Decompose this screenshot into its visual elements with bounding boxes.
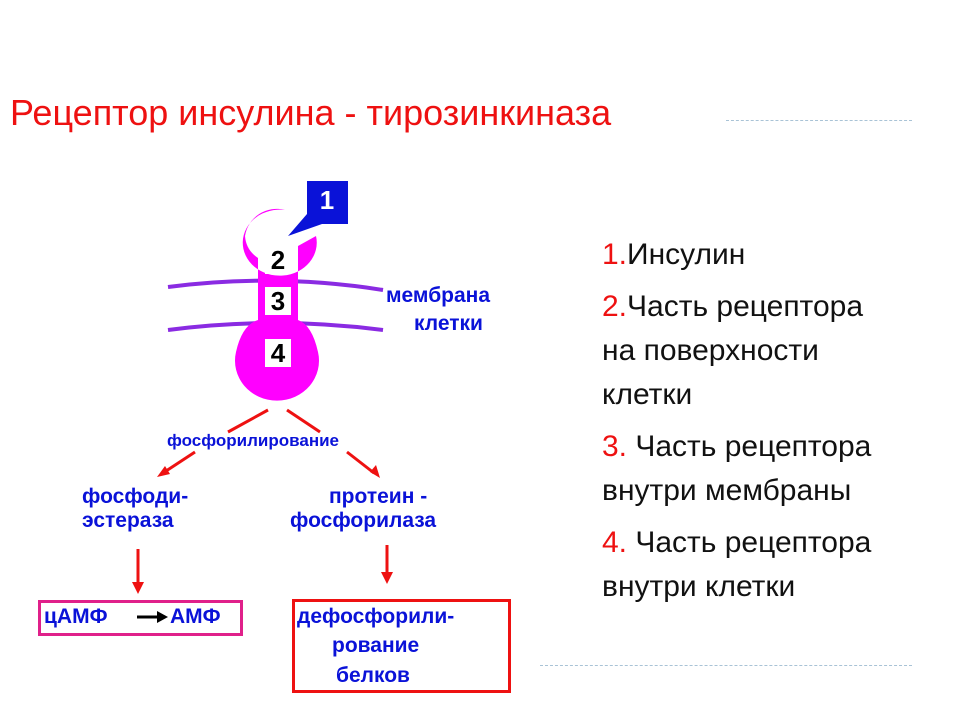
left-enzyme-line2: эстераза (82, 509, 174, 532)
right-enzyme-line1: протеин - (329, 485, 428, 508)
label-4: 4 (265, 339, 291, 367)
legend-num-3: 3. (602, 430, 628, 463)
legend-item-4: 4. Часть рецептора (602, 521, 952, 565)
legend-item-2-line2: на поверхности (602, 334, 819, 367)
right-enzyme-line2: фосфорилаза (290, 509, 437, 532)
arrowhead-camp (157, 611, 168, 623)
arrowhead-right-enzyme (370, 465, 380, 478)
dephosphorylation-box (292, 599, 511, 693)
legend-item-4-line2: внутри клетки (602, 570, 796, 603)
legend-num-4: 4. (602, 526, 628, 559)
label-3: 3 (265, 287, 291, 315)
legend-num-2: 2. (602, 290, 628, 323)
slide-title: Рецептор инсулина - тирозинкиназа (10, 92, 612, 133)
label-2: 2 (265, 246, 291, 274)
title-divider (726, 120, 912, 121)
camp-to: АМФ (170, 605, 221, 628)
arrowhead-down-left (132, 582, 144, 594)
arrow-phos-right (286, 408, 321, 434)
camp-box (38, 600, 243, 636)
legend-item-2-line3: клетки (602, 378, 693, 411)
legend-item-1: 1.Инсулин (602, 233, 952, 277)
legend-text-2: Часть рецептора (627, 290, 864, 323)
label-1: 1 (312, 186, 342, 214)
legend-text-3: Часть рецептора (627, 430, 872, 463)
legend-num-1: 1. (602, 238, 628, 271)
arrow-to-right-enzyme (346, 450, 375, 475)
legend-text-4: Часть рецептора (627, 526, 872, 559)
dephos-line3: белков (336, 664, 410, 687)
camp-from: цАМФ (44, 605, 108, 628)
dephos-line2: рование (332, 634, 420, 657)
legend-item-2: 2.Часть рецептора (602, 285, 952, 329)
dephos-line1: дефосфорили- (297, 605, 455, 628)
left-enzyme-line1: фосфоди- (82, 485, 189, 508)
phosphorylation-label: фосфорилирование (167, 431, 340, 450)
arrowhead-left-enzyme (157, 466, 170, 477)
legend-text-1: Инсулин (627, 238, 746, 271)
legend: 1.Инсулин 2.Часть рецептора на поверхнос… (602, 233, 952, 609)
legend-item-3-line2: внутри мембраны (602, 474, 852, 507)
membrane-label-line1: мембрана (386, 284, 491, 307)
legend-item-3: 3. Часть рецептора (602, 425, 952, 469)
bottom-divider (540, 665, 912, 666)
arrow-phos-left (227, 408, 269, 434)
arrowhead-down-right (381, 572, 393, 584)
arrow-to-left-enzyme (162, 450, 196, 475)
membrane-label-line2: клетки (414, 312, 483, 335)
